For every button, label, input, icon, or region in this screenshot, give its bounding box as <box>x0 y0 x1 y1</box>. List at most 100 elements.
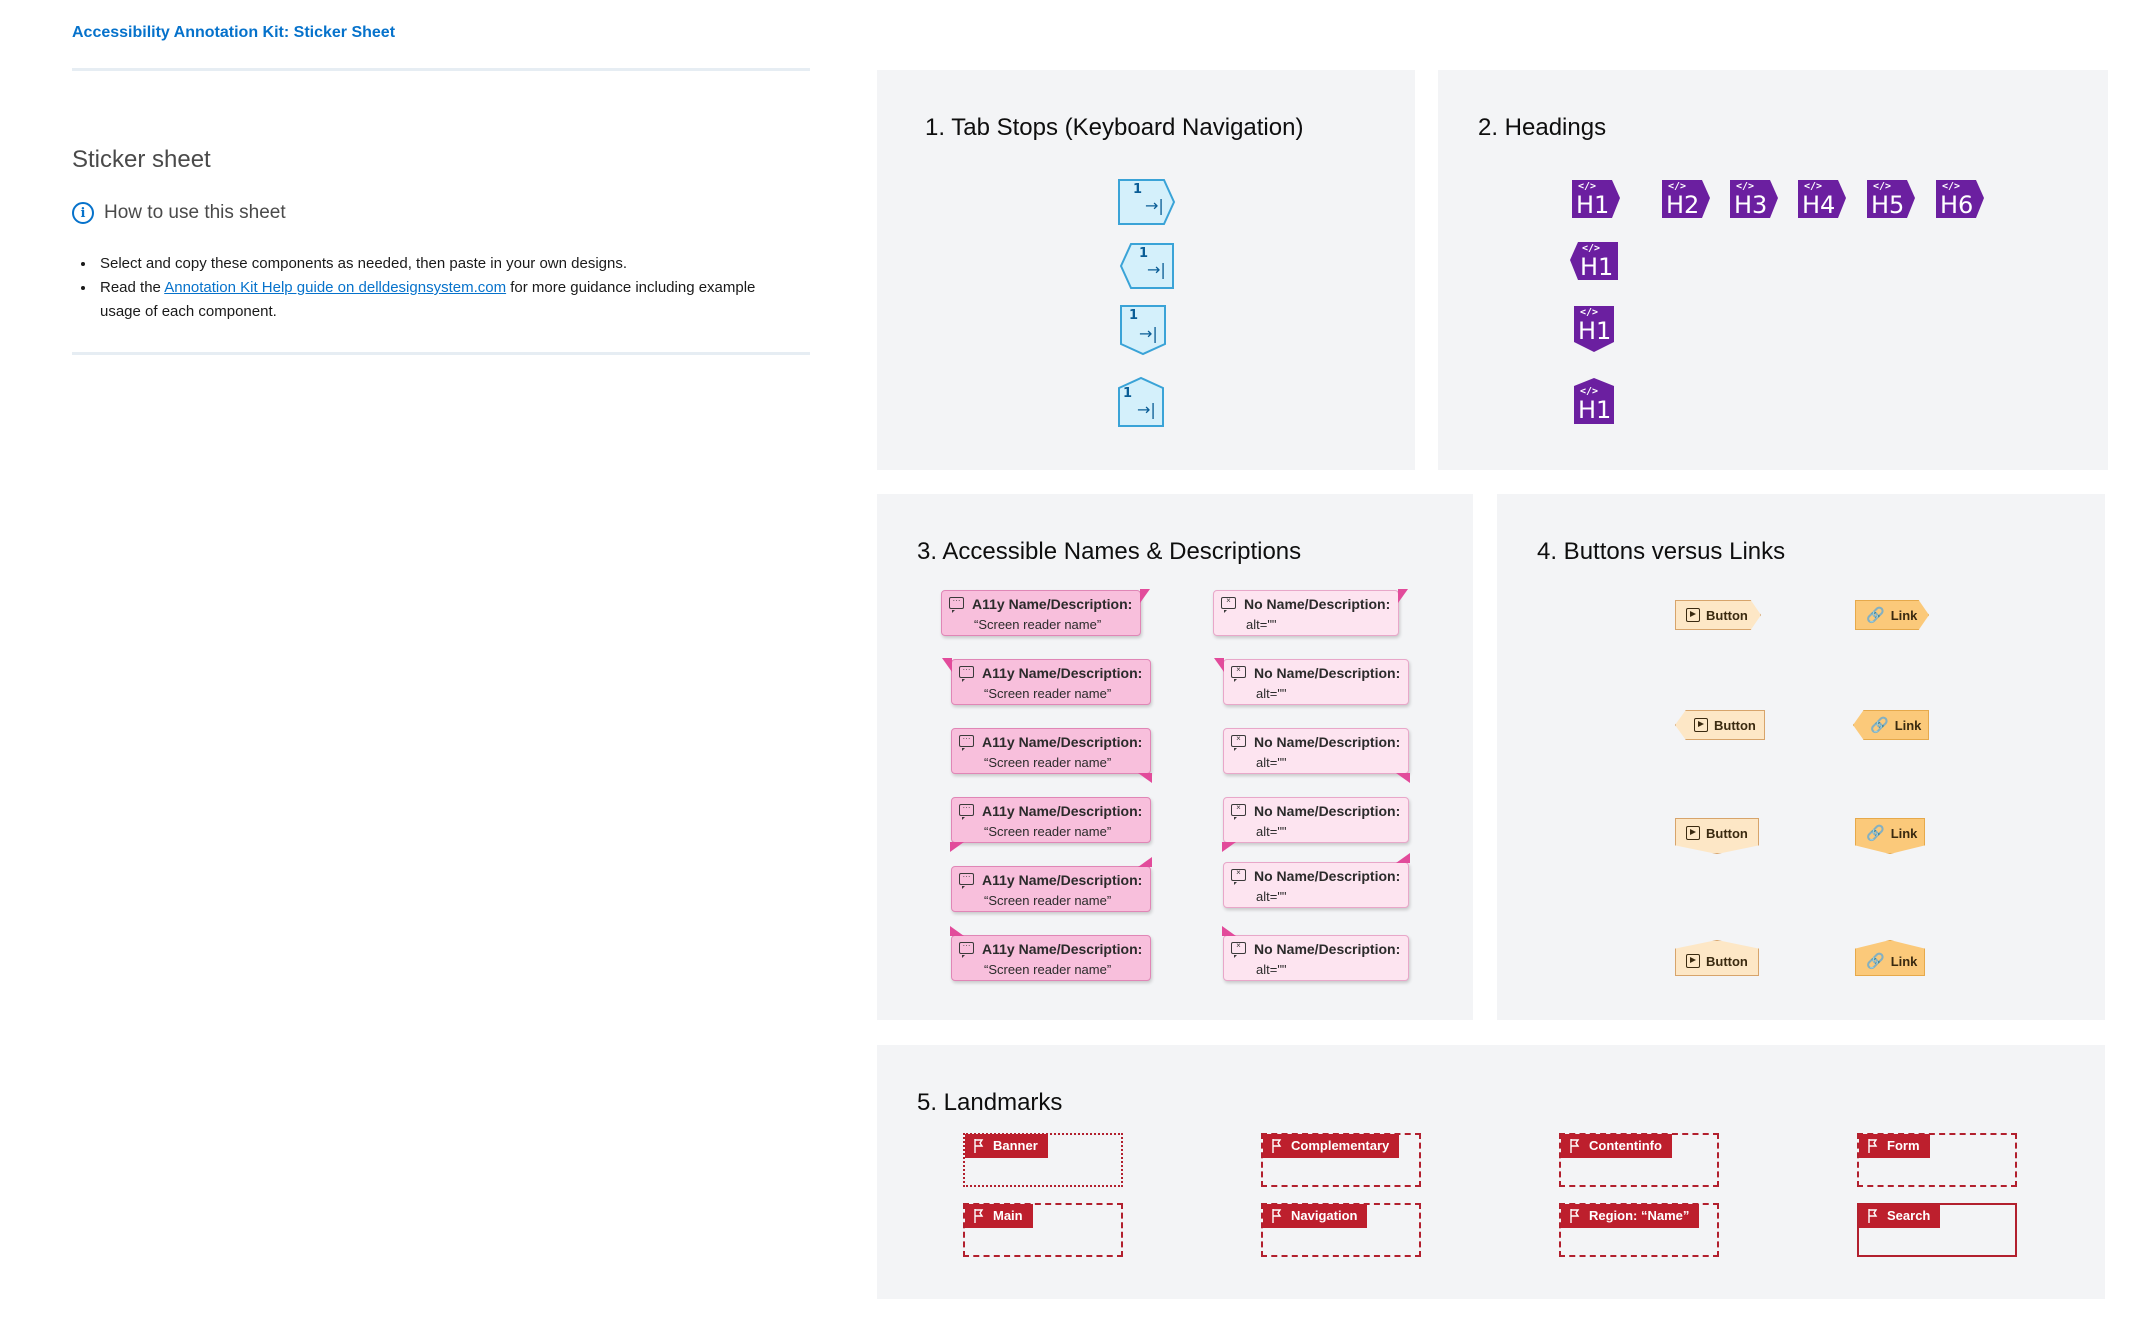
a11y-label: A11y Name/Description: <box>982 941 1143 957</box>
code-icon: </> <box>1873 181 1892 192</box>
no-name-value: alt="" <box>1256 755 1287 770</box>
a11y-name-card[interactable]: ···A11y Name/Description:“Screen reader … <box>951 728 1152 783</box>
no-name-card[interactable]: ×No Name/Description:alt="" <box>1213 589 1408 636</box>
help-guide-link[interactable]: Annotation Kit Help guide on delldesigns… <box>164 279 507 296</box>
button-label: Button <box>1714 717 1756 733</box>
landmark-complementary[interactable]: Complementary <box>1261 1133 1421 1187</box>
comment-off-icon: × <box>1221 597 1236 613</box>
button-sticker-left[interactable]: Button <box>1675 710 1765 740</box>
tab-arrow-icon: →| <box>1137 400 1156 419</box>
link-sticker-top[interactable]: 🔗Link <box>1855 940 1925 976</box>
tab-stops-panel: 1. Tab Stops (Keyboard Navigation) 1 →| … <box>877 70 1415 470</box>
landmark-search[interactable]: Search <box>1857 1203 2017 1257</box>
button-label: Button <box>1706 953 1748 969</box>
button-sticker-right[interactable]: Button <box>1675 600 1761 630</box>
buttons-links-title: 4. Buttons versus Links <box>1537 538 1786 565</box>
a11y-name-card[interactable]: ···A11y Name/Description:“Screen reader … <box>950 797 1151 852</box>
a11y-value: “Screen reader name” <box>984 893 1112 908</box>
heading-level: H1 <box>1576 191 1610 219</box>
link-sticker-right[interactable]: 🔗 Link <box>1855 600 1929 630</box>
flag-icon <box>1272 1209 1282 1223</box>
landmark-navigation[interactable]: Navigation <box>1261 1203 1421 1257</box>
landmark-form[interactable]: Form <box>1857 1133 2017 1187</box>
landmark-region[interactable]: Region: “Name” <box>1559 1203 1719 1257</box>
a11y-name-card[interactable]: ···A11y Name/Description:“Screen reader … <box>941 589 1150 636</box>
heading-h3-badge[interactable]: </> H3 <box>1728 178 1786 226</box>
link-sticker-left[interactable]: 🔗Link <box>1853 710 1929 740</box>
a11y-name-card[interactable]: ···A11y Name/Description:“Screen reader … <box>951 857 1152 912</box>
heading-level: H1 <box>1580 253 1614 281</box>
a11y-value: “Screen reader name” <box>984 824 1112 839</box>
kit-title: Accessibility Annotation Kit: Sticker Sh… <box>72 24 396 41</box>
link-icon: 🔗 <box>1866 952 1885 970</box>
instruction-item: Read the Annotation Kit Help guide on de… <box>96 276 796 324</box>
flag-icon <box>1570 1139 1580 1153</box>
flag-icon <box>974 1209 984 1223</box>
heading-h1-left-badge[interactable]: </> H1 <box>1568 240 1626 288</box>
heading-h1-top-badge[interactable]: </> H1 <box>1572 376 1630 424</box>
code-icon: </> <box>1804 181 1823 192</box>
heading-h6-badge[interactable]: </> H6 <box>1934 178 1992 226</box>
tab-stop-right[interactable]: 1 →| <box>1117 178 1181 226</box>
heading-h4-badge[interactable]: </> H4 <box>1796 178 1854 226</box>
landmark-banner[interactable]: Banner <box>963 1133 1123 1187</box>
landmark-contentinfo[interactable]: Contentinfo <box>1559 1133 1719 1187</box>
comment-off-icon: × <box>1231 666 1246 682</box>
heading-level: H2 <box>1666 191 1700 219</box>
heading-h1-bottom-badge[interactable]: </> H1 <box>1572 304 1630 352</box>
play-button-icon <box>1686 826 1700 840</box>
landmark-label: Form <box>1887 1138 1920 1153</box>
heading-h2-badge[interactable]: </> H2 <box>1660 178 1718 226</box>
landmark-label: Search <box>1887 1208 1931 1223</box>
heading-level: H1 <box>1578 317 1612 345</box>
code-icon: </> <box>1942 181 1961 192</box>
button-sticker-top[interactable]: Button <box>1675 940 1759 976</box>
link-label: Link <box>1890 825 1918 841</box>
no-name-card[interactable]: ×No Name/Description:alt="" <box>1222 797 1409 852</box>
button-sticker-bottom[interactable]: Button <box>1675 818 1759 854</box>
heading-level: H4 <box>1802 191 1836 219</box>
no-name-card[interactable]: ×No Name/Description:alt="" <box>1223 853 1410 908</box>
link-label: Link <box>1894 717 1922 733</box>
tab-arrow-icon: →| <box>1139 324 1158 343</box>
comment-icon: ··· <box>959 735 974 751</box>
a11y-value: “Screen reader name” <box>974 617 1102 632</box>
tab-stop-top[interactable]: 1 →| <box>1117 376 1181 427</box>
landmark-tag: Region: “Name” <box>1561 1204 1700 1228</box>
no-name-card[interactable]: ×No Name/Description:alt="" <box>1222 926 1409 981</box>
link-label: Link <box>1890 607 1918 623</box>
link-icon: 🔗 <box>1866 824 1885 842</box>
no-name-label: No Name/Description: <box>1254 868 1401 884</box>
no-name-card[interactable]: ×No Name/Description:alt="" <box>1214 658 1409 705</box>
tab-stops-title: 1. Tab Stops (Keyboard Navigation) <box>925 114 1304 141</box>
no-name-value: alt="" <box>1256 962 1287 977</box>
landmark-tag: Contentinfo <box>1561 1134 1672 1158</box>
link-sticker-bottom[interactable]: 🔗 Link <box>1855 818 1925 854</box>
instruction-text: for more guidance including example usag… <box>100 279 756 320</box>
landmarks-title: 5. Landmarks <box>917 1089 1063 1116</box>
no-name-card[interactable]: ×No Name/Description:alt="" <box>1223 728 1410 783</box>
heading-h5-badge[interactable]: </> H5 <box>1865 178 1923 226</box>
a11y-label: A11y Name/Description: <box>982 872 1143 888</box>
heading-h1-badge[interactable]: </> H1 <box>1570 178 1628 226</box>
tab-stop-number: 1 <box>1139 246 1149 261</box>
no-name-label: No Name/Description: <box>1254 803 1401 819</box>
a11y-name-card[interactable]: ···A11y Name/Description:“Screen reader … <box>942 658 1151 705</box>
landmark-main[interactable]: Main <box>963 1203 1123 1257</box>
flag-icon <box>1570 1209 1580 1223</box>
a11y-name-card[interactable]: ···A11y Name/Description:“Screen reader … <box>950 926 1151 981</box>
a11y-value: “Screen reader name” <box>984 686 1112 701</box>
tab-stop-bottom[interactable]: 1 →| <box>1119 304 1183 356</box>
code-icon: </> <box>1736 181 1755 192</box>
tab-stop-number: 1 <box>1129 308 1139 323</box>
headings-panel: 2. Headings </> H1 </> H2 </> H3 </> H4 … <box>1438 70 2108 470</box>
link-icon: 🔗 <box>1866 606 1885 624</box>
code-icon: </> <box>1580 386 1599 397</box>
names-panel: 3. Accessible Names & Descriptions ···A1… <box>877 494 1473 1020</box>
a11y-label: A11y Name/Description: <box>982 803 1143 819</box>
no-name-label: No Name/Description: <box>1254 734 1401 750</box>
tab-stop-left[interactable]: 1 →| <box>1119 242 1183 290</box>
tab-arrow-icon: →| <box>1145 196 1164 215</box>
no-name-label: No Name/Description: <box>1244 596 1391 612</box>
flag-icon <box>1868 1139 1878 1153</box>
